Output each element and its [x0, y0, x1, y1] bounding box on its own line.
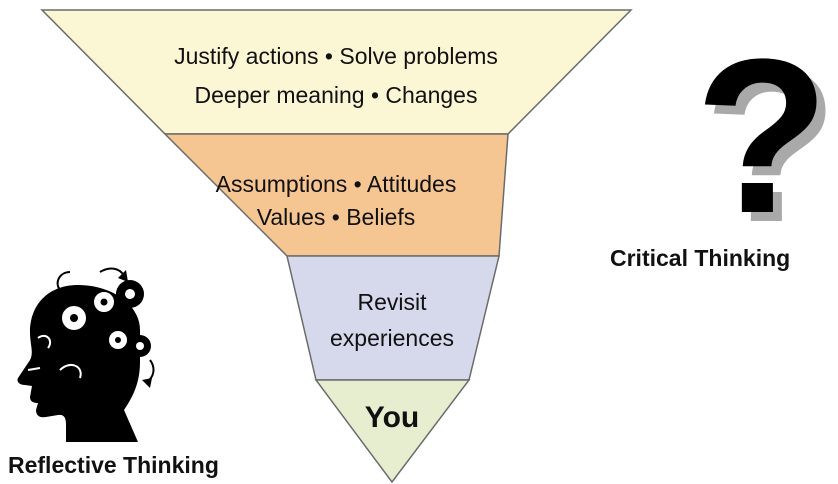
layer-2-line-1: Assumptions • Attitudes: [216, 171, 457, 197]
layer-2-line-2: Values • Beliefs: [257, 204, 415, 230]
pyramid-layer-lower-middle: [286, 255, 500, 381]
pyramid-layer-top: [40, 9, 633, 135]
layer-1-line-2: Deeper meaning • Changes: [195, 82, 478, 108]
pyramid-layer-bottom: [314, 379, 471, 484]
critical-thinking-caption: Critical Thinking: [610, 245, 791, 271]
svg-text:?: ?: [704, 22, 838, 268]
layer-3-line-1: Revisit: [357, 289, 427, 315]
svg-text:?: ?: [695, 13, 829, 259]
reflective-thinking-caption: Reflective Thinking: [8, 452, 219, 478]
layer-1-line-1: Justify actions • Solve problems: [174, 43, 498, 69]
layer-4-label: You: [365, 401, 419, 434]
layer-3-line-2: experiences: [330, 325, 454, 351]
question-mark-icon: ? ?: [695, 13, 838, 268]
head-with-gears-icon: [17, 267, 155, 442]
